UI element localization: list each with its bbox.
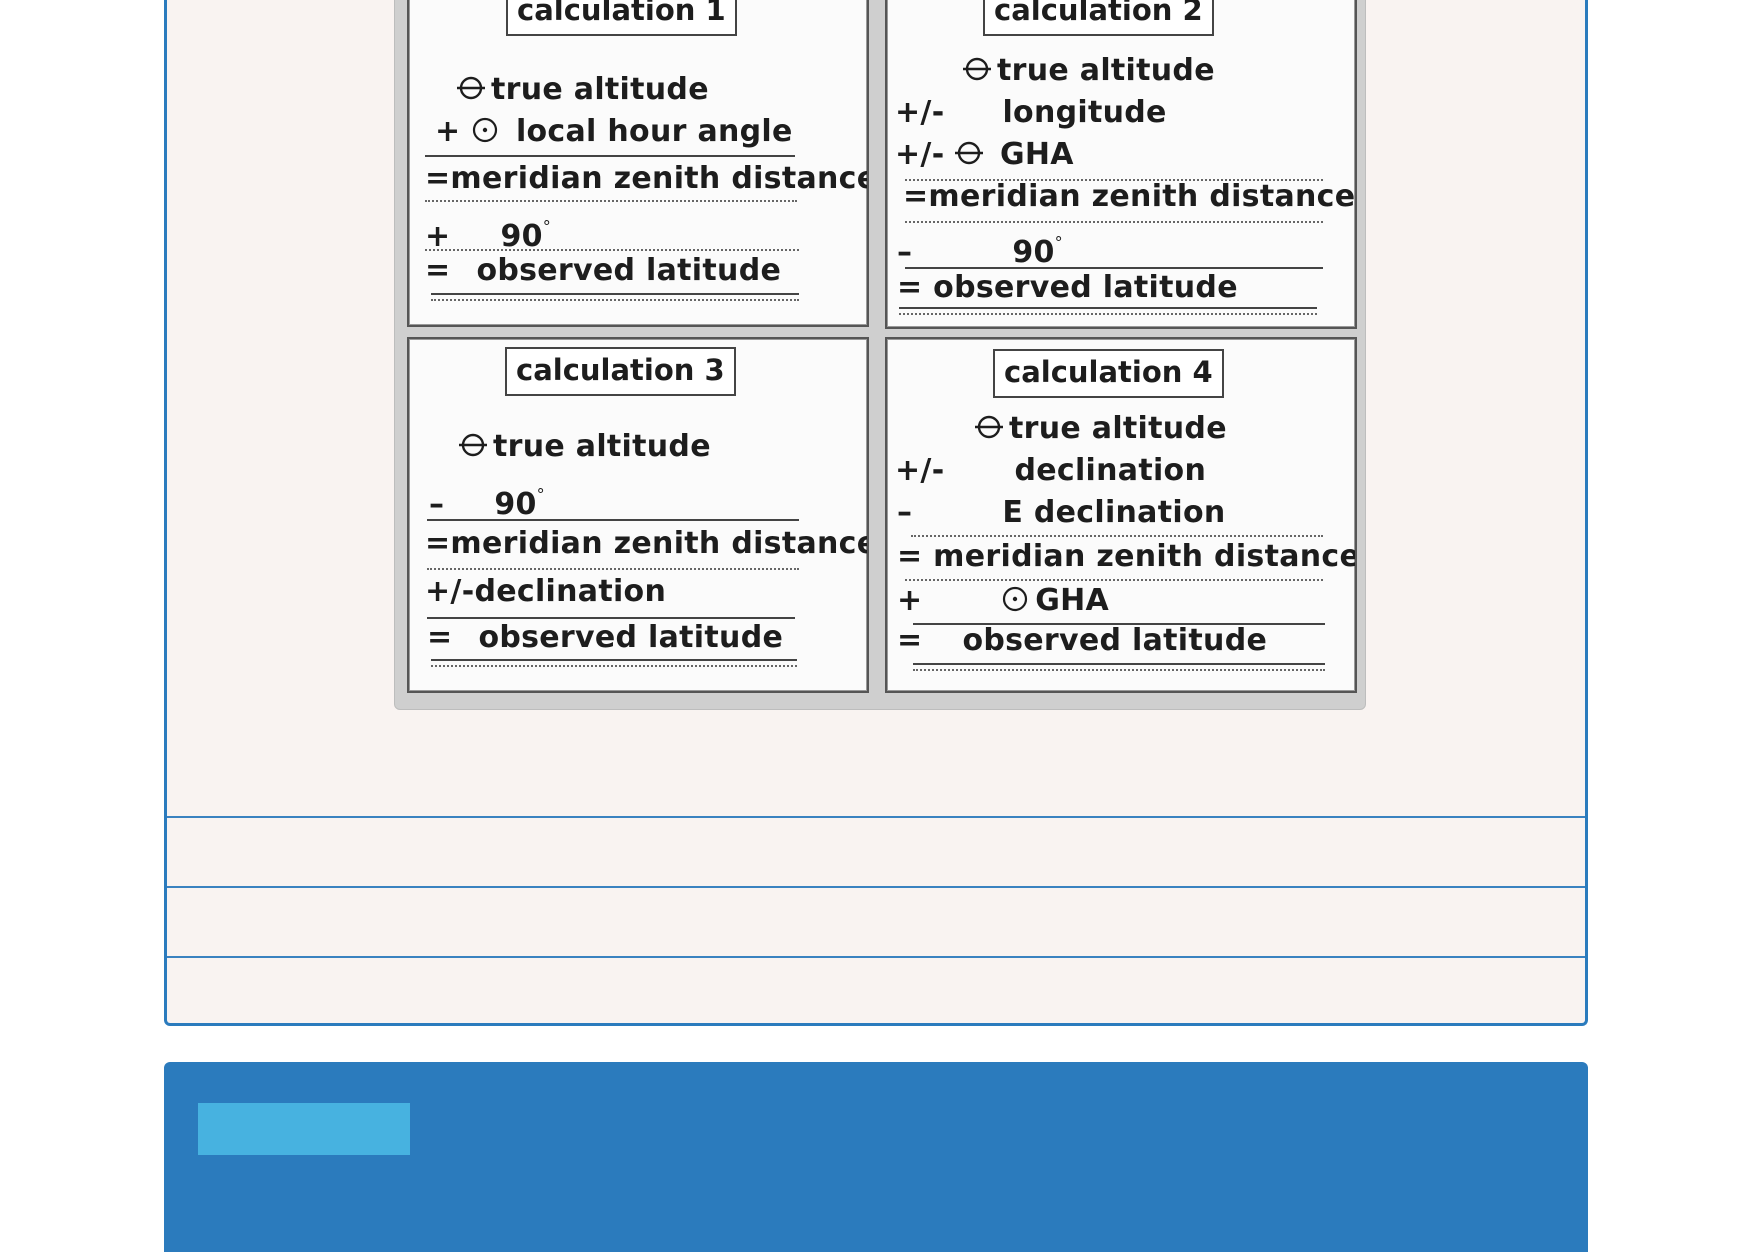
calculation-2-panel: calculation 2 true altitude +/- longitude…: [885, 0, 1357, 329]
calc1-double-rule: [431, 293, 799, 301]
calc4-plus-minus: +/-: [895, 453, 945, 488]
calc4-line-true-altitude: true altitude: [975, 411, 1227, 447]
answer-option-row[interactable]: [167, 886, 1585, 958]
calc4-gha-text: GHA: [1035, 583, 1110, 618]
calc4-observed-latitude-text: observed latitude: [962, 623, 1268, 658]
answer-option-row[interactable]: [167, 816, 1585, 888]
calc1-degree-mark: °: [542, 217, 552, 236]
calc2-line-90: – 90°: [897, 225, 1063, 271]
calc4-declination-text: declination: [1014, 453, 1207, 488]
calc2-plus-minus-1: +/-: [895, 95, 945, 130]
calculation-4-panel: calculation 4 true altitude +/- declinati…: [885, 337, 1357, 693]
calc1-plus-sign: +: [435, 114, 461, 149]
calc3-line-true-altitude: true altitude: [459, 429, 711, 465]
calculation-figure: calculation 1 true altitude + local hour…: [394, 0, 1366, 710]
calc4-minus-sign: –: [897, 495, 913, 530]
calc2-degree-mark: °: [1054, 233, 1063, 252]
calc3-rule-dotted: [427, 568, 799, 570]
calc2-gha-text: GHA: [999, 137, 1074, 172]
calc2-line-longitude: +/- longitude: [895, 95, 1167, 131]
calc3-degree-mark: °: [536, 485, 545, 504]
calc4-equals-sign: =: [897, 623, 923, 658]
sun-lower-limb-icon: [457, 76, 485, 100]
calculation-3-panel: calculation 3 true altitude – 90° =meridi…: [407, 337, 869, 693]
calc2-double-rule: [899, 307, 1317, 315]
calc1-line-true-altitude: true altitude: [457, 72, 709, 108]
calc4-mzd-text: = meridian zenith distance: [897, 539, 1357, 574]
calc2-observed-latitude-text: = observed latitude: [897, 270, 1238, 305]
calc2-rule: [905, 267, 1323, 269]
calc3-mzd-text: =meridian zenith distance: [425, 526, 869, 561]
calc3-observed-latitude-text: observed latitude: [478, 620, 784, 655]
calc1-plus-90-sign: +: [425, 219, 451, 254]
calc2-minus-sign: –: [897, 235, 913, 270]
sun-center-icon: [1003, 586, 1028, 612]
calc3-minus-sign: –: [429, 487, 445, 522]
calc2-line-true-altitude: true altitude: [963, 53, 1215, 89]
calc1-90-value: 90: [500, 219, 543, 254]
figure-area: calculation 1 true altitude + local hour…: [167, 0, 1585, 816]
calc3-line-90: – 90°: [429, 477, 545, 523]
calc2-true-altitude-text: true altitude: [997, 53, 1215, 88]
sun-lower-limb-icon: [963, 57, 991, 81]
question-card: calculation 1 true altitude + local hour…: [164, 0, 1588, 1026]
calc2-mzd-text: =meridian zenith distance: [903, 179, 1356, 214]
calc4-true-altitude-text: true altitude: [1009, 411, 1227, 446]
calc1-local-hour-angle-text: local hour angle: [515, 114, 793, 149]
calculation-3-title: calculation 3: [505, 347, 736, 396]
sun-lower-limb-icon: [955, 141, 984, 165]
calc2-line-gha: +/- GHA: [895, 137, 1074, 173]
footer-button[interactable]: [198, 1103, 410, 1155]
calc3-rule-2: [427, 617, 795, 619]
calculation-2-title: calculation 2: [983, 0, 1214, 36]
calc2-longitude-text: longitude: [1002, 95, 1167, 130]
sun-center-icon: [473, 117, 498, 143]
calc4-line-declination: +/- declination: [895, 453, 1206, 489]
calc2-90-value: 90: [1012, 235, 1055, 270]
calc1-rule-dotted: [425, 200, 797, 202]
calc4-rule: [913, 623, 1325, 625]
calc4-rule-dotted: [911, 535, 1323, 537]
calc1-equals-sign: =: [425, 253, 451, 288]
calc1-line-observed-latitude: = observed latitude: [425, 253, 781, 289]
sun-lower-limb-icon: [975, 415, 1003, 439]
calc4-line-e-declination: – E declination: [897, 495, 1226, 531]
calc1-line-lha: + local hour angle: [435, 114, 793, 150]
calc4-e-declination-text: E declination: [1002, 495, 1226, 530]
calculation-1-panel: calculation 1 true altitude + local hour…: [407, 0, 869, 327]
calc1-mzd-text: =meridian zenith distance: [425, 161, 869, 196]
sun-lower-limb-icon: [459, 433, 487, 457]
calc2-plus-minus-2: +/-: [895, 137, 945, 172]
calc3-true-altitude-text: true altitude: [493, 429, 711, 464]
calc4-plus-sign: +: [897, 583, 923, 618]
calc1-rule: [425, 155, 795, 157]
calc1-line-90: +90°: [425, 209, 551, 255]
calc1-rule-dotted-2: [425, 249, 799, 251]
calc2-rule-dotted: [905, 179, 1323, 181]
calc3-90-value: 90: [494, 487, 537, 522]
calc3-equals-sign: =: [427, 620, 453, 655]
calc1-true-altitude-text: true altitude: [491, 72, 709, 107]
answer-option-row[interactable]: [167, 956, 1585, 1025]
calculation-4-title: calculation 4: [993, 349, 1224, 398]
calc3-line-observed-latitude: = observed latitude: [427, 620, 783, 656]
calc1-observed-latitude-text: observed latitude: [476, 253, 782, 288]
calc2-rule-dotted-2: [905, 221, 1323, 223]
calc4-line-observed-latitude: = observed latitude: [897, 623, 1267, 659]
calc3-declination-text: +/-declination: [425, 574, 667, 609]
calculation-1-title: calculation 1: [506, 0, 737, 36]
footer-bar: [164, 1062, 1588, 1252]
calc4-rule-dotted-2: [905, 579, 1323, 581]
calc3-rule: [427, 519, 799, 521]
calc4-line-gha: + GHA: [897, 583, 1109, 619]
calc3-double-rule: [431, 659, 797, 667]
calc4-double-rule: [913, 663, 1325, 671]
